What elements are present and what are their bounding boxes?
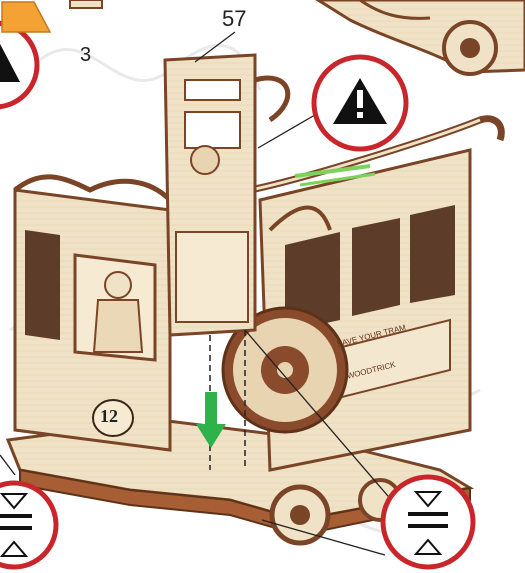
align-icon — [0, 483, 56, 567]
step-number: 3 — [80, 44, 91, 67]
warning-icon — [0, 23, 37, 107]
step-badge — [0, 0, 52, 34]
tram-number: 12 — [100, 406, 118, 427]
part-number-label: 57 — [222, 6, 246, 32]
driver-cabin — [15, 177, 170, 450]
warning-icon — [314, 57, 406, 149]
previous-step-part — [70, 0, 102, 8]
align-icon — [383, 477, 473, 567]
